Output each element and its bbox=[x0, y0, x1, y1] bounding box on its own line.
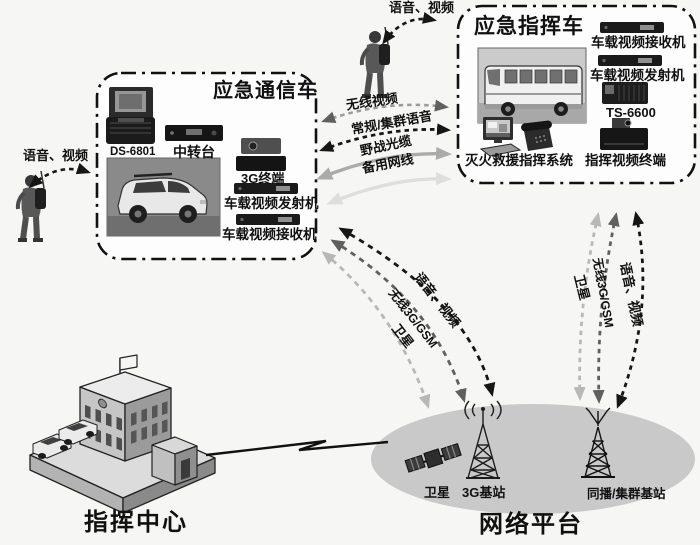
fire-command-system-image bbox=[479, 117, 553, 157]
ds-6801-label: DS-6801 bbox=[110, 146, 156, 158]
satellite-node-label: 卫星 bbox=[424, 485, 451, 500]
ts-6600-image bbox=[602, 82, 648, 104]
arrow-left-satellite bbox=[321, 251, 431, 409]
command-vehicle-title: 应急指挥车 bbox=[474, 15, 584, 38]
lightning-link bbox=[205, 439, 389, 457]
arrow-backup-lan bbox=[326, 172, 452, 205]
cmd-video-receiver-label: 车载视频接收机 bbox=[591, 35, 686, 50]
command-video-terminal-label: 指挥视频终端 bbox=[585, 153, 666, 168]
3g-terminal-label: 3G终端 bbox=[241, 171, 285, 186]
arrow-person-left-voice-video bbox=[28, 162, 91, 188]
arrow-person-top-voice-video bbox=[382, 11, 437, 45]
cmd-video-transmitter-label: 车载视频发射机 bbox=[590, 68, 685, 83]
ts-6600-label: TS-6600 bbox=[606, 105, 656, 120]
person-top-link-label: 语音、视频 bbox=[389, 0, 455, 15]
comm-vehicle-title: 应急通信车 bbox=[213, 80, 318, 102]
building-right-windows bbox=[131, 401, 168, 444]
command-center-building bbox=[29, 354, 216, 514]
3g-terminal-image bbox=[236, 138, 286, 171]
fire-command-system-label: 灭火救援指挥系统 bbox=[465, 153, 573, 168]
command-vehicle-photo bbox=[477, 47, 587, 124]
cmd-video-transmitter-image bbox=[598, 55, 662, 66]
video-receiver-image bbox=[236, 214, 300, 225]
video-receiver-label: 车载视频接收机 bbox=[222, 227, 317, 242]
command-center-label: 指挥中心 bbox=[84, 509, 188, 536]
trunk-base-station-label: 同播/集群基站 bbox=[587, 487, 666, 501]
arrow-right-3g-gsm bbox=[592, 212, 620, 404]
arrow-wireless-video bbox=[321, 99, 449, 123]
handheld-user-icon bbox=[18, 171, 46, 242]
comm-vehicle-photo bbox=[106, 157, 221, 237]
trunk-base-station-icon bbox=[581, 407, 615, 478]
cmd-video-receiver-image bbox=[600, 22, 664, 33]
person-left-link-label: 语音、视频 bbox=[23, 148, 89, 163]
arrow-conventional-trunk-voice bbox=[319, 123, 451, 152]
relay-station-label: 中转台 bbox=[173, 144, 215, 160]
network-platform-ellipse bbox=[371, 404, 695, 514]
relay-station-image bbox=[165, 125, 223, 141]
3g-base-station-icon bbox=[464, 400, 502, 479]
satellite-icon bbox=[404, 443, 462, 473]
video-transmitter-label: 车载视频发射机 bbox=[224, 196, 319, 211]
command-video-terminal-image bbox=[600, 118, 648, 150]
network-platform-label: 网络平台 bbox=[479, 511, 583, 538]
3g-base-station-label: 3G基站 bbox=[462, 485, 506, 500]
video-transmitter-image bbox=[234, 183, 298, 194]
link-arrows bbox=[28, 11, 645, 409]
ds-6801-image bbox=[106, 87, 155, 144]
arrow-right-satellite bbox=[573, 212, 602, 401]
